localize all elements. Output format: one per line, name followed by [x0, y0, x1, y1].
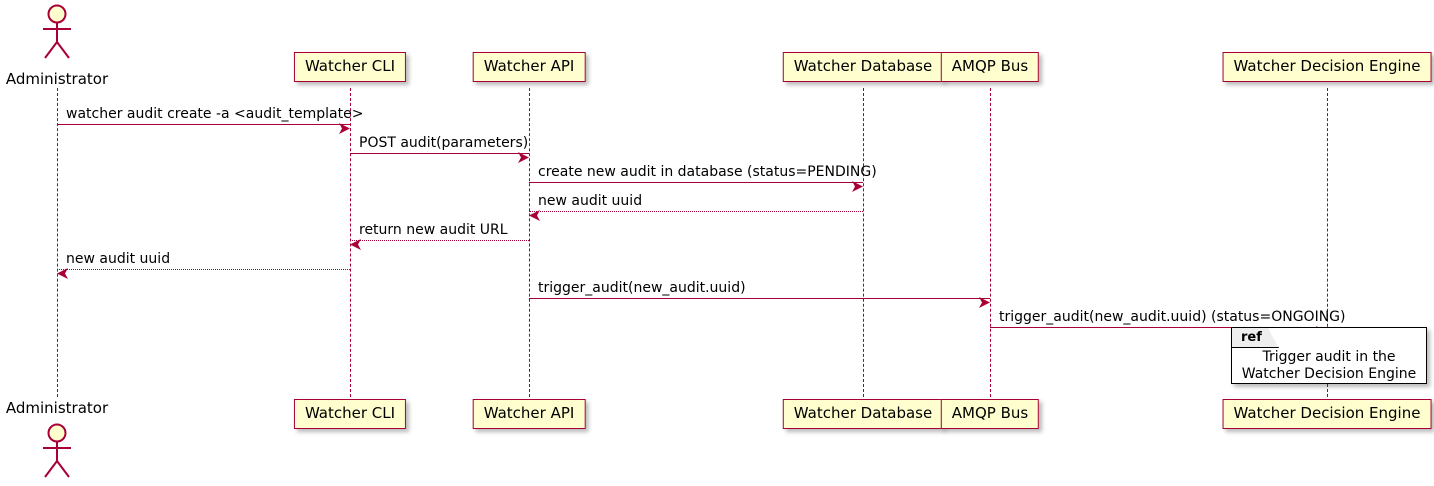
- message-line-msg-3: [529, 182, 863, 183]
- participant-label-watcher-database: Watcher Database: [793, 57, 933, 75]
- message-line-msg-7: [529, 298, 990, 299]
- message-label-msg-1: watcher audit create -a <audit_template>: [66, 106, 364, 122]
- participant-box-bottom-amqp-bus[interactable]: AMQP Bus: [940, 399, 1040, 429]
- message-label-msg-6: new audit uuid: [66, 251, 171, 267]
- participant-label-bottom-watcher-database: Watcher Database: [793, 404, 933, 422]
- message-label-msg-2: POST audit(parameters): [359, 135, 529, 151]
- participant-label-watcher-api: Watcher API: [483, 57, 575, 75]
- message-line-msg-5: [350, 240, 529, 241]
- participant-label-bottom-watcher-decision-engine: Watcher Decision Engine: [1233, 404, 1421, 422]
- participant-label-bottom-watcher-cli: Watcher CLI: [304, 404, 396, 422]
- participant-label-administrator: Administrator: [5, 70, 109, 88]
- message-label-msg-4: new audit uuid: [538, 193, 643, 209]
- message-label-msg-3: create new audit in database (status=PEN…: [538, 164, 877, 180]
- message-line-msg-2: [350, 153, 529, 154]
- ref-fragment-tab-label: ref: [1232, 328, 1279, 348]
- participant-box-watcher-database[interactable]: Watcher Database: [782, 52, 944, 82]
- participant-box-watcher-decision-engine[interactable]: Watcher Decision Engine: [1222, 52, 1432, 82]
- participant-box-bottom-watcher-api[interactable]: Watcher API: [472, 399, 586, 429]
- lifeline-administrator: [57, 88, 58, 397]
- participant-label-bottom-amqp-bus: AMQP Bus: [951, 404, 1029, 422]
- message-arrowhead-msg-5: [350, 235, 361, 254]
- lifeline-watcher-api: [529, 88, 530, 397]
- message-line-msg-1: [57, 124, 350, 125]
- participant-label-watcher-decision-engine: Watcher Decision Engine: [1233, 57, 1421, 75]
- actor-icon-administrator: [34, 4, 80, 60]
- message-arrowhead-msg-6: [57, 264, 68, 283]
- message-label-msg-8: trigger_audit(new_audit.uuid) (status=ON…: [999, 309, 1346, 325]
- message-label-msg-5: return new audit URL: [359, 222, 508, 238]
- lifeline-watcher-cli: [350, 88, 351, 397]
- message-line-msg-8: [990, 327, 1327, 328]
- participant-box-watcher-api[interactable]: Watcher API: [472, 52, 586, 82]
- participant-box-watcher-cli[interactable]: Watcher CLI: [293, 52, 407, 82]
- participant-label-amqp-bus: AMQP Bus: [951, 57, 1029, 75]
- participant-box-bottom-watcher-database[interactable]: Watcher Database: [782, 399, 944, 429]
- lifeline-watcher-decision-engine: [1327, 88, 1328, 397]
- lifeline-watcher-database: [863, 88, 864, 397]
- message-arrowhead-msg-2: [518, 148, 529, 167]
- message-line-msg-6: [57, 269, 350, 270]
- ref-fragment-line: Watcher Decision Engine: [1241, 366, 1417, 382]
- message-arrowhead-msg-4: [529, 206, 540, 225]
- lifeline-amqp-bus: [990, 88, 991, 397]
- participant-box-bottom-watcher-decision-engine[interactable]: Watcher Decision Engine: [1222, 399, 1432, 429]
- message-arrowhead-msg-1: [339, 119, 350, 138]
- message-label-msg-7: trigger_audit(new_audit.uuid): [538, 280, 746, 296]
- actor-icon-bottom-administrator: [34, 423, 80, 479]
- message-arrowhead-msg-7: [979, 293, 990, 312]
- message-line-msg-4: [529, 211, 863, 212]
- message-arrowhead-msg-3: [852, 177, 863, 196]
- participant-box-bottom-watcher-cli[interactable]: Watcher CLI: [293, 399, 407, 429]
- ref-fragment-line: Trigger audit in the: [1262, 349, 1396, 365]
- participant-label-bottom-watcher-api: Watcher API: [483, 404, 575, 422]
- participant-label-watcher-cli: Watcher CLI: [304, 57, 396, 75]
- participant-box-amqp-bus[interactable]: AMQP Bus: [940, 52, 1040, 82]
- participant-label-bottom-administrator: Administrator: [5, 399, 109, 417]
